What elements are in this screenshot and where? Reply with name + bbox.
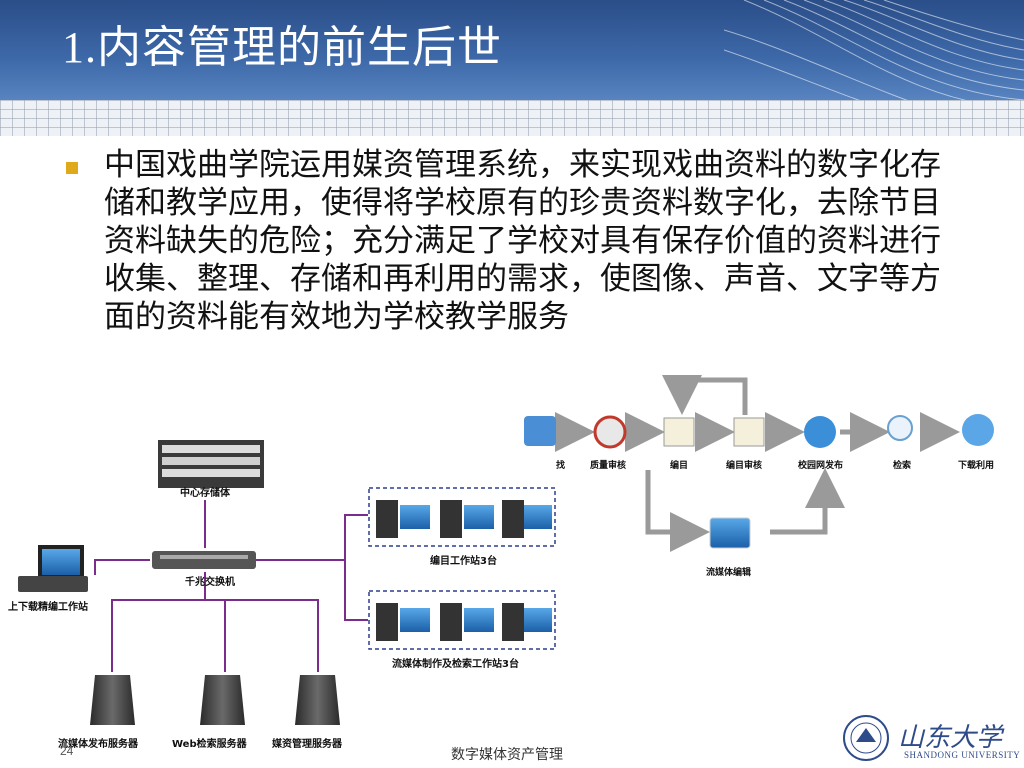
system-diagram: 中心存储体 千兆交换机 上下载精编工作站 编目工作站3台 流媒体制作及检索工作站…: [8, 375, 994, 750]
bullet-square-icon: [66, 162, 78, 174]
server-label-media: 媒资管理服务器: [271, 737, 343, 750]
workflow-step-2: 编目: [670, 459, 688, 471]
title-text: 内容管理的前生后世: [97, 22, 502, 73]
catalog-group-frame: [368, 487, 556, 547]
slide-header: 1.内容管理的前生后世: [0, 0, 1024, 104]
storage-label: 中心存储体: [180, 486, 231, 499]
bullet-text: 中国戏曲学院运用媒资管理系统，来实现戏曲资料的数字化存储和教学应用，使得将学校原…: [104, 147, 941, 335]
workflow-step-1: 质量审核: [590, 459, 626, 471]
logo-en: SHANDONG UNIVERSITY: [904, 750, 1021, 760]
workflow-step-icon: [524, 414, 994, 549]
stream-group-frame: [368, 590, 556, 650]
network-lines: [94, 500, 368, 672]
page-number: 24: [60, 744, 74, 758]
workflow-arrows: [555, 375, 960, 552]
workflow-step-5: 检索: [893, 459, 911, 471]
workstation-icon: [18, 545, 88, 592]
server-label-web: Web检索服务器: [172, 737, 248, 750]
workflow-step-0: 找: [556, 459, 565, 471]
upload-station-label: 上下载精编工作站: [8, 600, 88, 613]
title-number: 1.: [62, 23, 97, 72]
storage-array-icon: [158, 440, 264, 488]
server-label-stream: 流媒体发布服务器: [58, 737, 139, 750]
workflow-step-3: 编目审核: [726, 459, 762, 471]
workflow-step-4: 校园网发布: [798, 459, 843, 471]
switch-label: 千兆交换机: [185, 575, 235, 588]
header-grid-band: [0, 100, 1024, 136]
stream-pc-icon: [376, 603, 552, 641]
server-icon: [90, 675, 340, 725]
logo-cn: 山东大学: [898, 723, 1005, 753]
workflow-step-6: 下载利用: [958, 459, 994, 471]
catalog-pc-icon: [376, 500, 552, 538]
catalog-group-label: 编目工作站3台: [430, 554, 497, 567]
footer-title: 数字媒体资产管理: [451, 747, 563, 763]
switch-icon: [152, 551, 256, 569]
workflow-branch-label: 流媒体编辑: [706, 566, 751, 578]
stream-group-label: 流媒体制作及检索工作站3台: [392, 657, 519, 670]
decorative-swirl: [724, 0, 1024, 104]
university-logo: 山东大学: [843, 715, 1005, 761]
page-title: 1.内容管理的前生后世: [62, 22, 502, 74]
